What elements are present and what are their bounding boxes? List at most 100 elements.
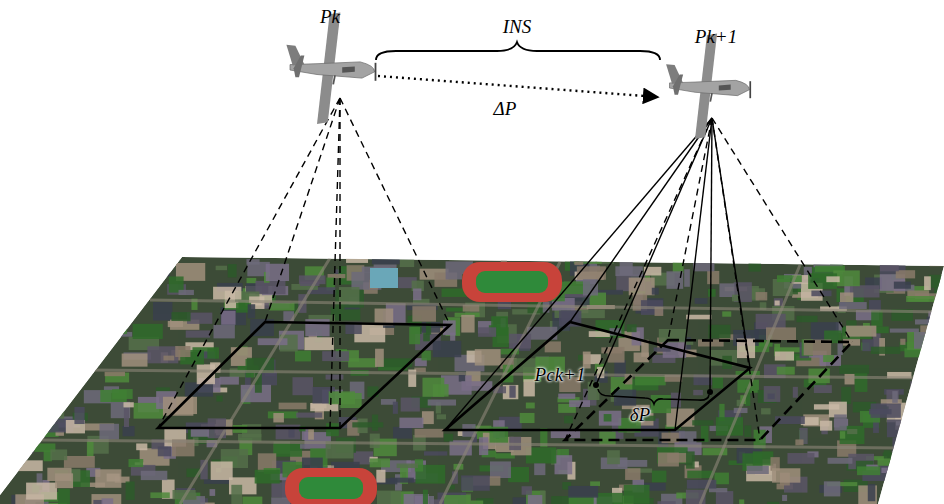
city-block [896,421,921,425]
city-block [926,464,943,474]
city-block [692,256,704,262]
city-block [840,292,853,302]
city-block [695,298,708,304]
city-block [920,400,940,413]
city-block [346,258,368,263]
stabilizer [294,56,305,78]
city-block [352,422,383,427]
city-block [433,341,462,357]
city-block [98,311,116,326]
city-block [624,485,650,504]
city-block [207,348,216,358]
city-block [716,491,733,504]
city-block [400,259,415,267]
city-block [824,481,840,496]
city-block [13,411,38,422]
city-block [923,387,939,394]
city-block [749,263,762,272]
city-block [219,377,238,385]
city-block [753,451,774,465]
city-block [787,453,814,464]
city-block [3,311,22,323]
city-block [67,315,75,322]
city-block [216,266,227,271]
city-block [839,365,869,374]
city-block [16,285,43,300]
city-block [907,332,936,350]
city-block [128,459,143,467]
city-block [7,412,37,420]
city-block [652,471,666,483]
city-block [708,289,716,297]
city-block [941,302,944,311]
city-block [3,385,10,395]
city-block [82,325,104,341]
position-label: Pck+1 [535,364,586,386]
city-block [168,321,183,327]
city-block [370,458,390,467]
city-block [74,407,84,424]
city-block [744,425,751,437]
city-block [782,495,787,501]
view-ray [710,118,712,392]
displacement-label: ΔP [494,98,517,120]
city-block [918,373,926,385]
city-block [255,281,285,294]
city-block [845,374,855,385]
city-block [213,287,241,300]
city-block [59,350,73,360]
city-block [775,352,794,361]
image-footprint [565,340,852,440]
city-block [857,466,880,475]
city-block [942,446,944,453]
city-block [916,495,936,504]
city-block [569,400,590,407]
city-block [376,470,385,483]
city-block [814,404,839,409]
city-block [687,471,713,478]
city-block [94,340,104,353]
city-block [62,276,82,287]
city-block [105,372,125,376]
city-block [840,431,845,438]
city-block [123,426,135,436]
view-ray [570,118,712,322]
city-block [775,301,780,306]
city-block [708,325,730,338]
city-block [910,381,928,398]
city-block [620,261,633,275]
city-block [912,476,927,484]
city-block [578,355,584,361]
view-ray [340,98,450,325]
city-block [523,379,534,396]
city-block [248,304,256,318]
city-block [78,335,95,354]
city-block [897,461,916,470]
city-block [635,376,666,386]
city-block [112,389,133,399]
city-block [693,390,703,395]
city-block [279,403,307,410]
city-block [99,424,119,440]
city-block [554,455,572,474]
view-ray [675,118,712,430]
city-block [83,284,111,295]
city-block [814,385,832,393]
brace [376,42,660,60]
city-block [686,315,711,320]
city-block [123,402,133,407]
city-block [40,260,58,267]
city-block [747,466,769,474]
city-block [935,479,944,486]
city-block [49,308,58,323]
city-block [31,389,39,393]
view-ray [712,118,750,368]
city-block [158,446,171,456]
view-ray [265,98,340,322]
city-block [931,400,944,417]
city-block [739,499,744,504]
city-block [255,470,280,484]
city-block [93,500,102,504]
city-block [4,281,34,298]
city-block [300,444,306,449]
